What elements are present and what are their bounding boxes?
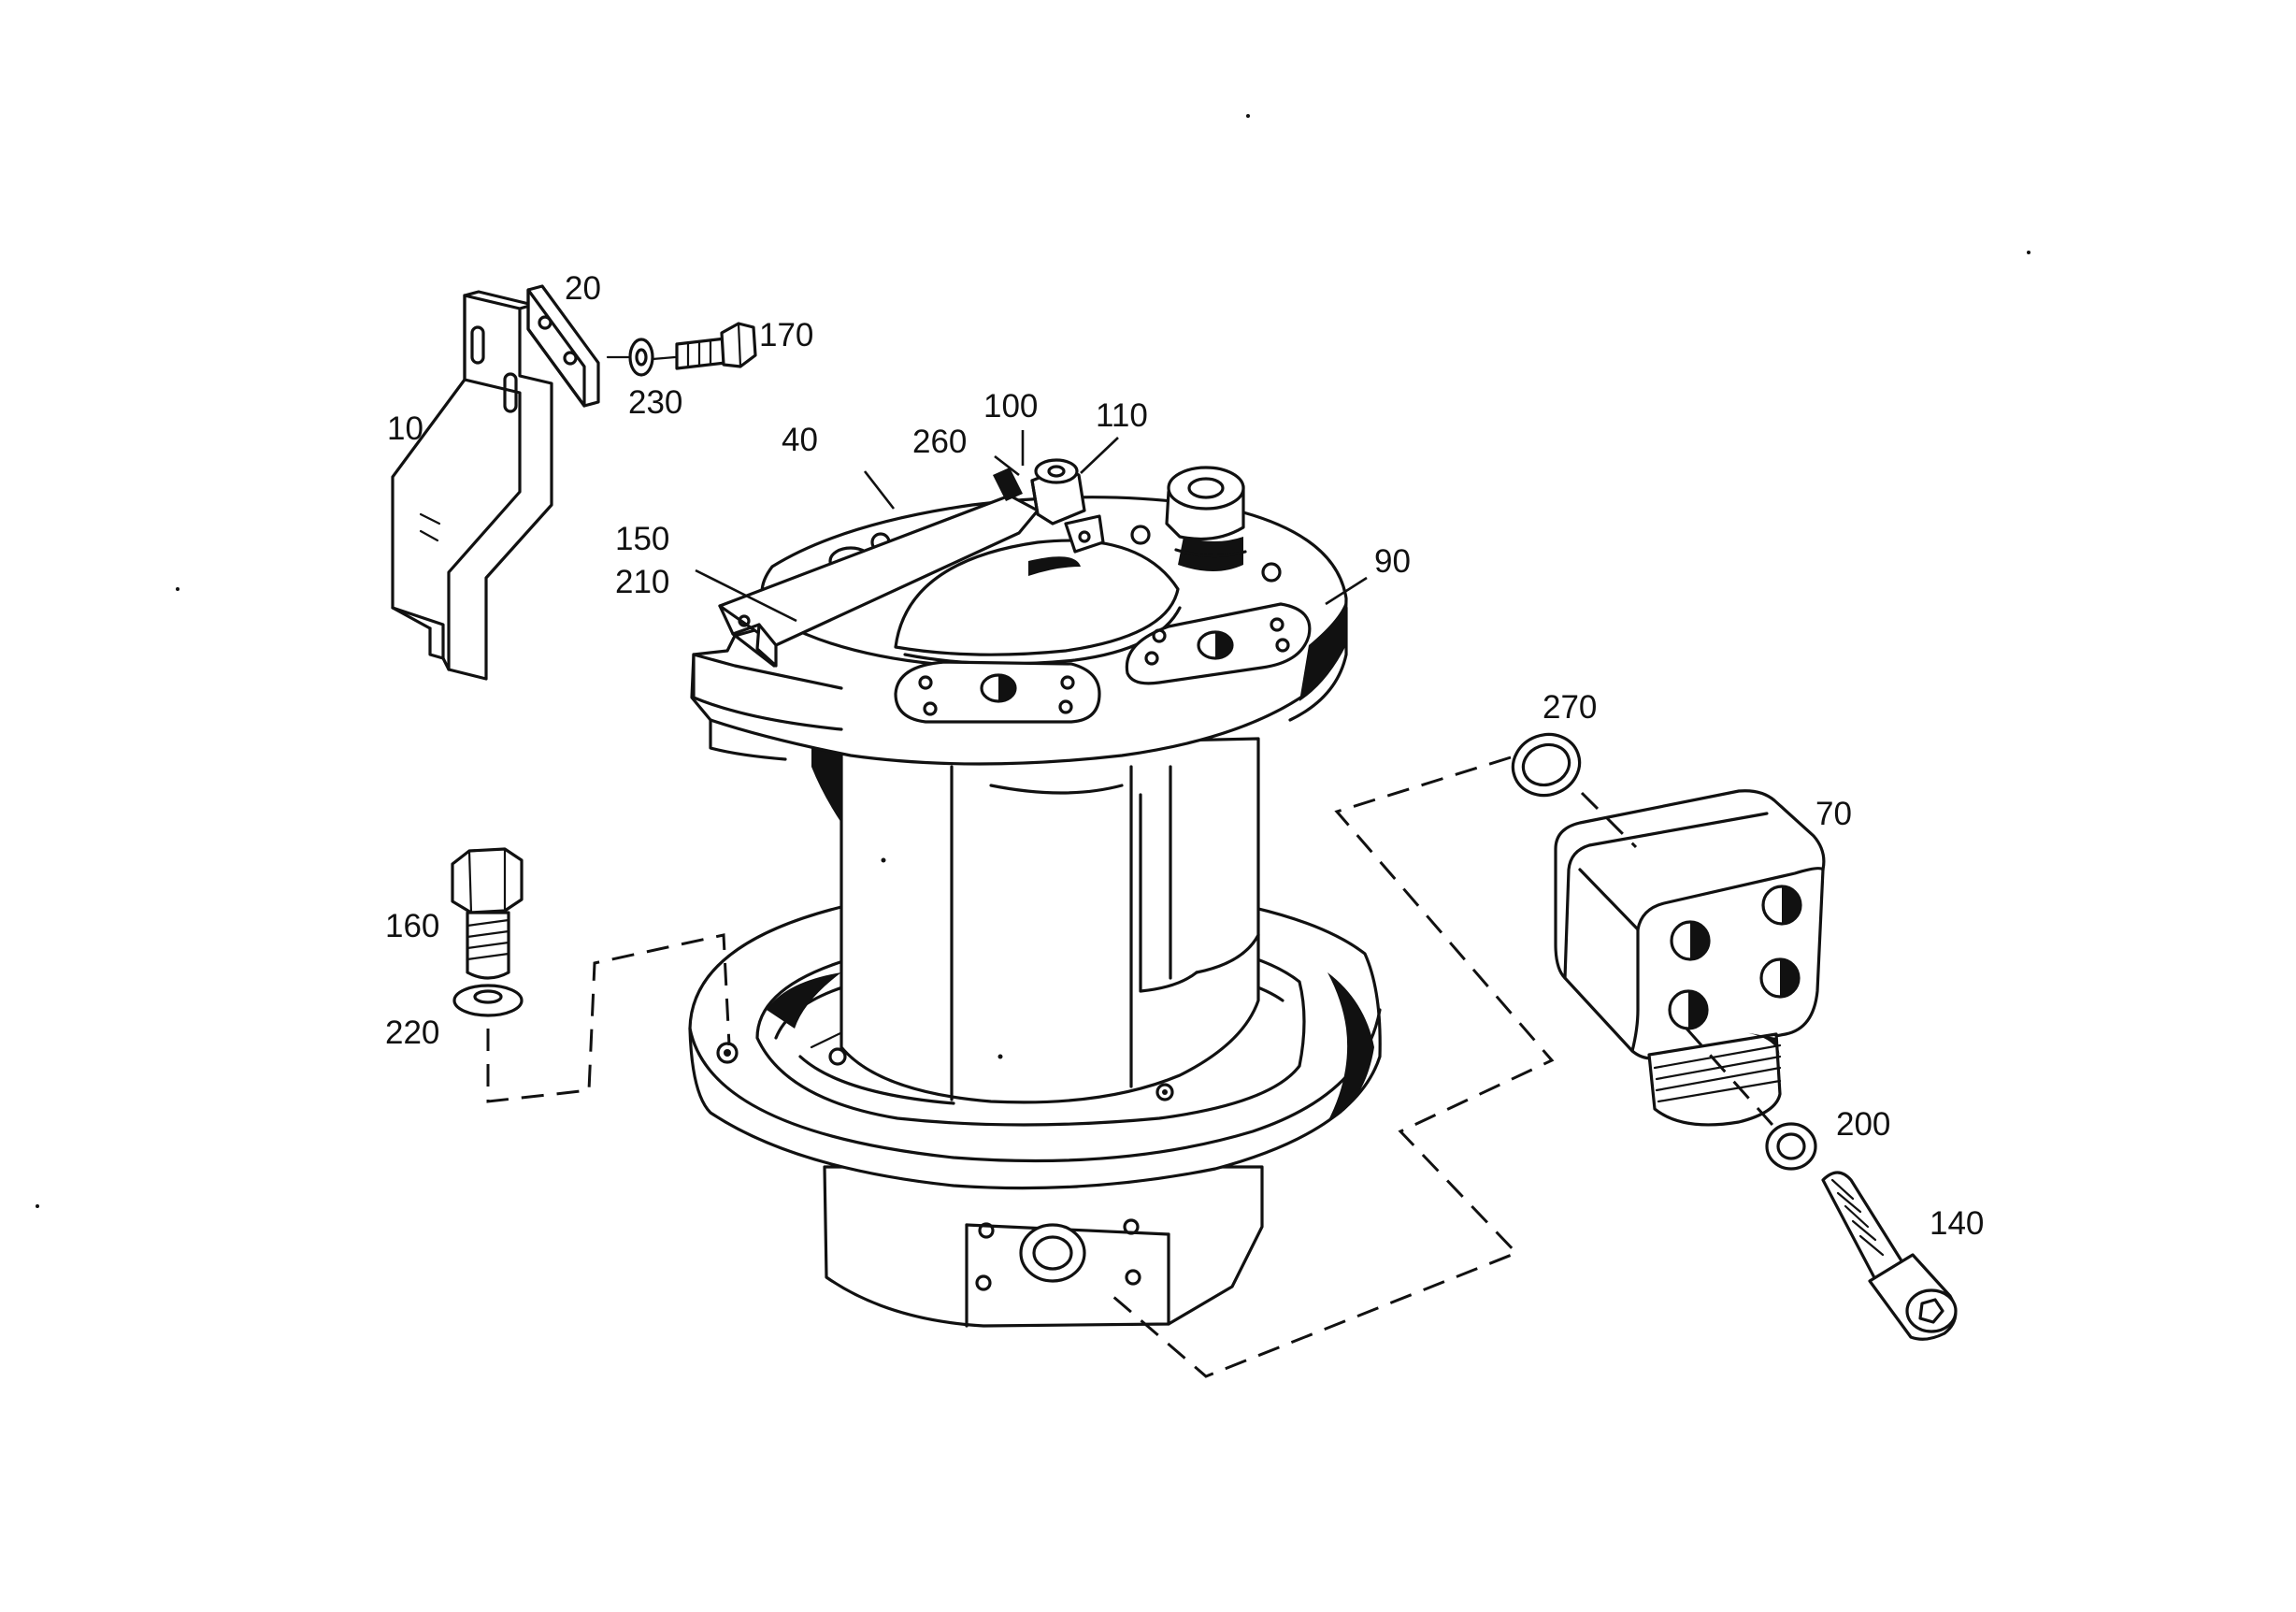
callout-40: 40: [782, 422, 818, 458]
part-20-plate: [526, 284, 600, 408]
part-140-screw: [1821, 1171, 1958, 1341]
callout-70: 70: [1815, 796, 1852, 832]
callout-210: 210: [615, 564, 669, 600]
part-10-bracket: [391, 290, 553, 681]
callout-150: 150: [615, 521, 669, 557]
callout-200: 200: [1836, 1106, 1890, 1143]
part-160-bolt: [451, 847, 524, 980]
leader-lines: [695, 430, 1368, 623]
callout-20: 20: [565, 270, 601, 307]
callout-270: 270: [1543, 689, 1597, 726]
callout-220: 220: [385, 1015, 439, 1051]
callout-100: 100: [983, 388, 1038, 425]
callout-170: 170: [759, 317, 813, 353]
assembly-dash-lines: [486, 756, 1782, 1378]
callout-140: 140: [1930, 1205, 1984, 1242]
callout-260: 260: [912, 424, 967, 460]
callout-10: 10: [387, 410, 423, 447]
part-230-washer: [606, 338, 654, 377]
callout-110: 110: [1096, 397, 1148, 434]
part-200-washer: [1765, 1122, 1817, 1171]
part-110-fitting: [1064, 514, 1105, 554]
part-40-top-bracket: [718, 494, 1040, 668]
callout-labels: 10 20 170 230 40 260 100 110 150 210 90 …: [385, 270, 1984, 1242]
part-270-o-ring: [1511, 732, 1582, 798]
callout-90: 90: [1374, 543, 1411, 580]
part-170-bolt: [651, 322, 757, 370]
part-70-block: [1554, 789, 1826, 1127]
main-housing: [688, 466, 1382, 1328]
callout-230: 230: [628, 384, 682, 421]
part-220-washer: [452, 984, 524, 1017]
part-100-fitting: [1030, 458, 1086, 525]
callout-160: 160: [385, 908, 439, 944]
part-260-pin: [993, 468, 1023, 501]
